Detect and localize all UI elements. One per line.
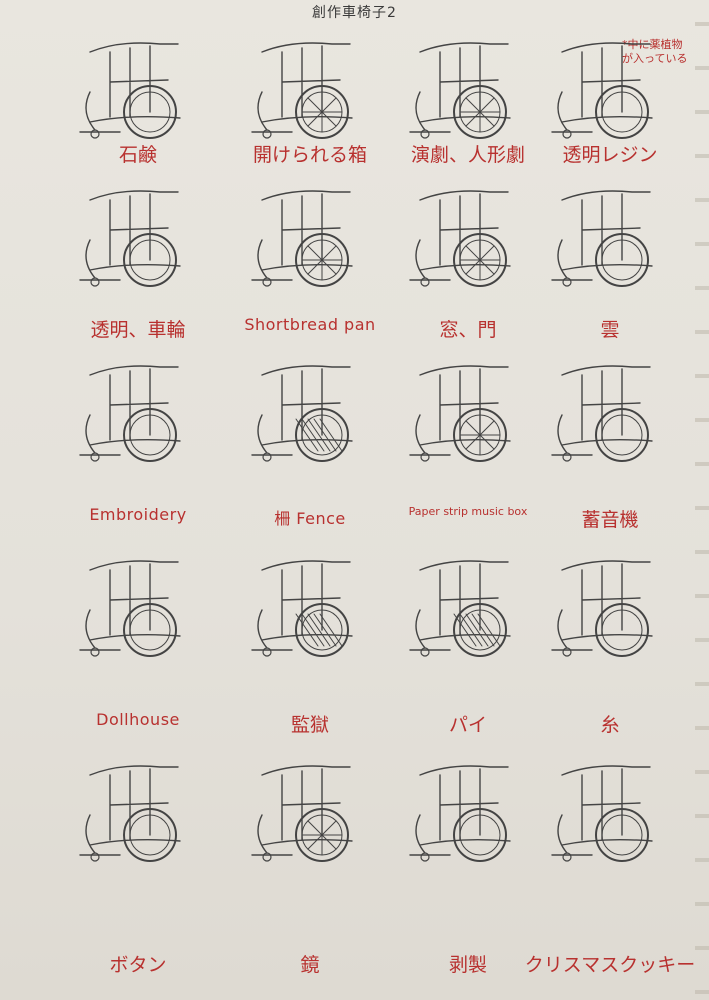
sketch-cell: 柵 Fence bbox=[222, 345, 398, 545]
sketch-label: 剥製 bbox=[448, 954, 487, 976]
sketch-label: 監獄 bbox=[290, 714, 329, 736]
sketch-label: 開けられる箱 bbox=[252, 144, 367, 166]
wheelchair-sketch bbox=[409, 190, 511, 287]
sketch-label: 石鹸 bbox=[118, 144, 157, 166]
wheelchair-sketch bbox=[551, 765, 653, 862]
sketch-label: 窓、門 bbox=[439, 319, 497, 341]
sketch-cell: 開けられる箱 bbox=[222, 22, 398, 222]
wheelchair-sketch bbox=[551, 190, 653, 287]
page-title: 創作車椅子2 bbox=[312, 5, 397, 21]
sketch-label: 雲 bbox=[600, 319, 620, 341]
wheelchair-sketch bbox=[251, 560, 353, 657]
wheelchair-sketch bbox=[79, 365, 181, 462]
side-note: *中に薬植物が入っている bbox=[622, 38, 688, 65]
sketch-cell: パイ bbox=[380, 540, 556, 740]
sketch-cell: 鏡 bbox=[222, 745, 398, 976]
wheelchair-sketch bbox=[251, 42, 353, 139]
sketch-cell: Shortbread pan bbox=[222, 170, 398, 370]
sketch-cell: Embroidery bbox=[50, 345, 226, 545]
sketch-label: 糸 bbox=[600, 714, 620, 736]
wheelchair-sketch bbox=[551, 42, 653, 139]
sketch-label: パイ bbox=[448, 714, 487, 736]
sketch-cell: Paper strip music box bbox=[380, 345, 556, 545]
sketch-label: ボタン bbox=[109, 954, 167, 976]
sketch-cell: 蓄音機 bbox=[522, 345, 698, 545]
sketch-label: 鏡 bbox=[300, 954, 320, 976]
wheelchair-sketch bbox=[251, 765, 353, 862]
sketch-cell: ボタン bbox=[50, 745, 226, 976]
sketch-cell: 透明、車輪 bbox=[50, 170, 226, 370]
wheelchair-sketch bbox=[409, 560, 511, 657]
sketch-label: Dollhouse bbox=[96, 710, 180, 729]
sketch-cell: 窓、門 bbox=[380, 170, 556, 370]
wheelchair-sketch bbox=[251, 365, 353, 462]
sketch-label: Shortbread pan bbox=[244, 315, 376, 334]
wheelchair-sketch bbox=[79, 42, 181, 139]
sketch-cell: Dollhouse bbox=[50, 540, 226, 740]
wheelchair-sketch bbox=[79, 765, 181, 862]
sketch-cell: 石鹸 bbox=[50, 22, 226, 222]
sketch-label: 柵 Fence bbox=[274, 509, 346, 528]
sketch-label: 演劇、人形劇 bbox=[410, 144, 525, 166]
sketch-cell: 糸 bbox=[522, 540, 698, 740]
sketch-label: クリスマスクッキー bbox=[524, 954, 696, 976]
wheelchair-sketch bbox=[551, 365, 653, 462]
sketch-cell: 演劇、人形劇 bbox=[380, 22, 556, 222]
sketch-cell: 剥製 bbox=[380, 745, 556, 976]
sketch-label: 透明、車輪 bbox=[90, 319, 186, 341]
wheelchair-sketch bbox=[79, 560, 181, 657]
sketch-cell: クリスマスクッキー bbox=[522, 745, 698, 976]
sketch-label: Paper strip music box bbox=[408, 505, 528, 518]
sketch-label: Embroidery bbox=[89, 505, 187, 524]
wheelchair-sketch bbox=[409, 42, 511, 139]
spiral-binding bbox=[695, 0, 709, 1000]
wheelchair-sketch bbox=[409, 765, 511, 862]
sketch-cell: 透明レジン bbox=[522, 22, 698, 222]
wheelchair-sketch bbox=[79, 190, 181, 287]
wheelchair-sketch bbox=[551, 560, 653, 657]
wheelchair-sketch bbox=[251, 190, 353, 287]
wheelchair-sketch bbox=[409, 365, 511, 462]
sketch-label: 蓄音機 bbox=[581, 509, 639, 531]
sketch-label: 透明レジン bbox=[562, 144, 658, 166]
sketch-cell: 監獄 bbox=[222, 540, 398, 740]
sketch-cell: 雲 bbox=[522, 170, 698, 370]
